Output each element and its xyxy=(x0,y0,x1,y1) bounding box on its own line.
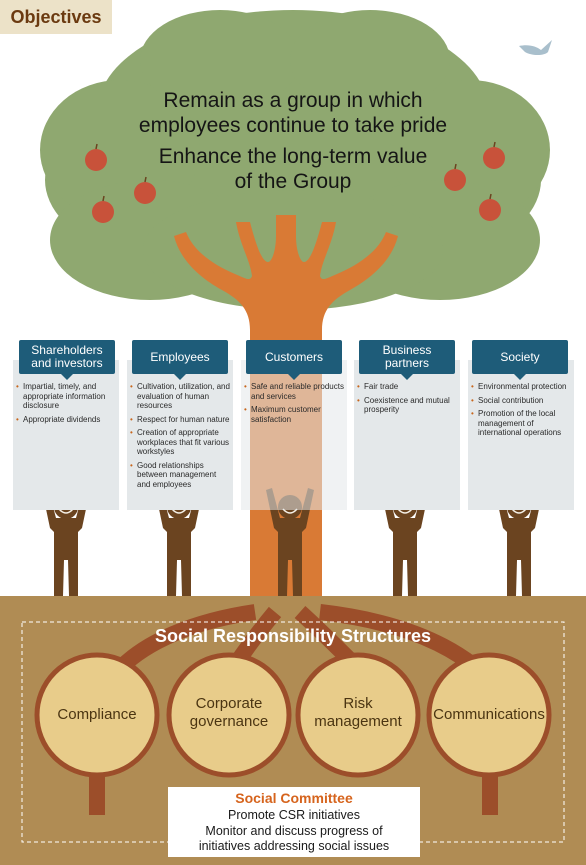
circle-label-line: governance xyxy=(189,713,269,730)
stakeholder-name: Customers xyxy=(264,349,323,364)
corporate-governance-circle xyxy=(166,652,292,778)
social-committee-title: Social Committee xyxy=(235,790,353,806)
business-partners-list: Fair trade Coexistence and mutual prospe… xyxy=(357,382,455,419)
committee-line-2: Monitor and discuss progress of xyxy=(205,824,383,838)
list-item: Coexistence and mutual prosperity xyxy=(357,396,455,415)
list-item: Maximum customer satisfaction xyxy=(244,405,344,424)
employees-list: Cultivation, utilization, and evaluation… xyxy=(130,382,230,493)
customers-list: Safe and reliable products and services … xyxy=(244,382,344,428)
list-item: Good relationships between management an… xyxy=(130,461,230,490)
list-item: Appropriate dividends xyxy=(16,415,112,425)
stakeholder-name-line: partners xyxy=(384,356,429,370)
stakeholder-header-society: Society xyxy=(472,340,568,380)
circle-label-line: Corporate xyxy=(195,695,263,712)
stakeholder-header-employees: Employees xyxy=(132,340,228,380)
objective-line-3: Enhance the long-term value xyxy=(158,145,428,168)
stakeholder-name: Employees xyxy=(150,349,210,364)
bird-icon xyxy=(519,40,552,55)
list-item: Environmental protection xyxy=(471,382,569,392)
society-list: Environmental protection Social contribu… xyxy=(471,382,569,442)
stakeholder-name-line: Business xyxy=(382,343,432,357)
objective-line-2: employees continue to take pride xyxy=(138,114,448,137)
apple-icon xyxy=(444,163,466,191)
circle-label-corporate-governance: Corporate governance xyxy=(174,695,284,731)
apple-icon xyxy=(85,143,107,171)
compliance-circle xyxy=(34,652,160,778)
structure-circles xyxy=(34,652,552,778)
list-item: Cultivation, utilization, and evaluation… xyxy=(130,382,230,411)
stakeholder-header-customers: Customers xyxy=(246,340,342,380)
circle-label-communications: Communications xyxy=(433,706,545,723)
stakeholder-name-line: and investors xyxy=(31,356,103,370)
circle-label-risk-management: Risk management xyxy=(303,695,413,731)
circle-label-compliance: Compliance xyxy=(57,706,137,723)
circle-label-line: management xyxy=(314,713,402,730)
structures-title: Social Responsibility Structures xyxy=(154,626,432,646)
list-item: Promotion of the local management of int… xyxy=(471,409,569,438)
list-item: Social contribution xyxy=(471,396,569,406)
apples xyxy=(85,141,505,223)
objective-line-4: of the Group xyxy=(234,170,352,193)
risk-management-circle xyxy=(295,652,421,778)
objectives-label: Objectives xyxy=(0,0,112,34)
apple-icon xyxy=(483,141,505,169)
list-item: Creation of appropriate workplaces that … xyxy=(130,428,230,457)
apple-icon xyxy=(92,195,114,223)
stakeholder-name-line: Shareholders xyxy=(31,343,103,357)
list-item: Fair trade xyxy=(357,382,455,392)
list-item: Impartial, timely, and appropriate infor… xyxy=(16,382,112,411)
committee-line-3: initiatives addressing social issues xyxy=(198,839,390,853)
objective-line-1: Remain as a group in which xyxy=(163,89,423,112)
list-item: Respect for human nature xyxy=(130,415,230,425)
circle-label-line: Risk xyxy=(343,695,373,712)
list-item: Safe and reliable products and services xyxy=(244,382,344,401)
communications-circle xyxy=(426,652,552,778)
committee-line-1: Promote CSR initiatives xyxy=(228,808,360,822)
shareholders-list: Impartial, timely, and appropriate infor… xyxy=(16,382,112,428)
apple-icon xyxy=(479,193,501,221)
social-committee-box xyxy=(168,787,420,857)
people xyxy=(42,488,543,596)
stakeholder-name: Society xyxy=(500,349,540,364)
apple-icon xyxy=(134,176,156,204)
